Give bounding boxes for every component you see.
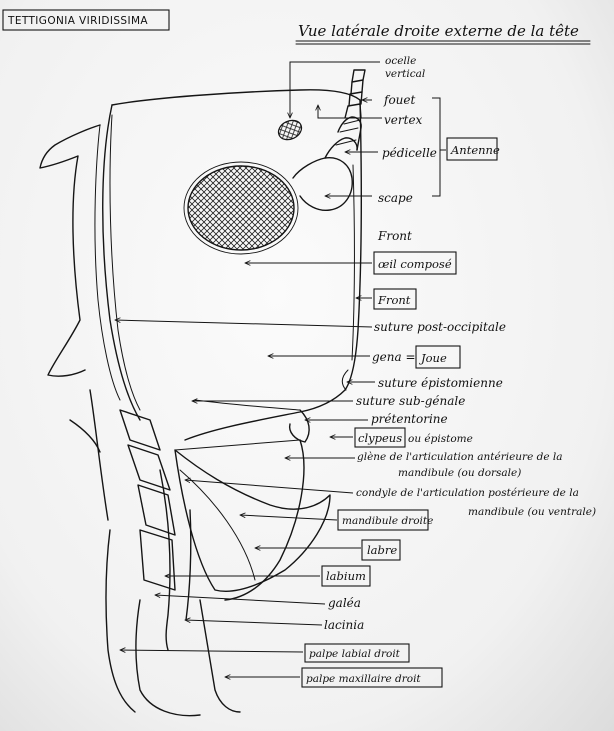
label-condyle-line2: mandibule (ou ventrale): [468, 506, 596, 518]
label-clypeus: clypeus: [358, 431, 402, 445]
label-pretentorine: prétentorine: [371, 412, 448, 426]
label-lacinia: lacinia: [324, 618, 364, 632]
label-palpe-maxillaire: palpe maxillaire droit: [306, 673, 421, 685]
compound-eye: [183, 161, 299, 255]
label-vertical: vertical: [385, 68, 425, 80]
label-scape: scape: [378, 191, 413, 205]
page-title-group: Vue latérale droite externe de la tête: [295, 22, 591, 45]
label-mandibule-droite: mandibule droite: [342, 515, 433, 527]
leader-lines: [115, 61, 446, 677]
label-condyle-line1: condyle de l'articulation postérieure de…: [356, 487, 579, 499]
label-glene-line1: glène de l'articulation antérieure de la: [357, 451, 563, 463]
label-gena: gena =: [372, 350, 416, 364]
labels: ocelle vertical fouet vertex pédicelle A…: [301, 55, 596, 688]
antenna: [292, 69, 366, 212]
label-suture-sub-genale: suture sub-génale: [356, 394, 465, 408]
mouthparts: [69, 389, 331, 717]
label-antenne: Antenne: [450, 143, 500, 157]
page-title: Vue latérale droite externe de la tête: [298, 22, 579, 40]
label-pedicelle: pédicelle: [382, 146, 437, 160]
label-ocelle: ocelle: [385, 55, 416, 67]
label-ou-epistome: ou épistome: [408, 433, 473, 445]
label-front-top: Front: [377, 229, 412, 243]
label-suture-epistomienne: suture épistomienne: [378, 376, 503, 390]
ocellus: [277, 119, 303, 141]
label-labium: labium: [326, 569, 366, 583]
label-vertex: vertex: [384, 113, 423, 127]
head-outline: [39, 89, 363, 441]
label-palpe-labial: palpe labial droit: [309, 648, 401, 660]
species-label-box: TETTIGONIA VIRIDISSIMA: [2, 9, 170, 31]
label-fouet: fouet: [383, 93, 415, 107]
label-suture-post-occipitale: suture post-occipitale: [374, 320, 506, 334]
label-glene-line2: mandibule (ou dorsale): [398, 467, 521, 479]
label-galea: galéa: [328, 596, 361, 610]
species-name: TETTIGONIA VIRIDISSIMA: [7, 15, 148, 27]
label-labre: labre: [367, 543, 397, 557]
label-oeil-compose: œil composé: [378, 257, 452, 271]
label-front-box: Front: [377, 293, 411, 307]
label-joue: Joue: [419, 351, 447, 365]
